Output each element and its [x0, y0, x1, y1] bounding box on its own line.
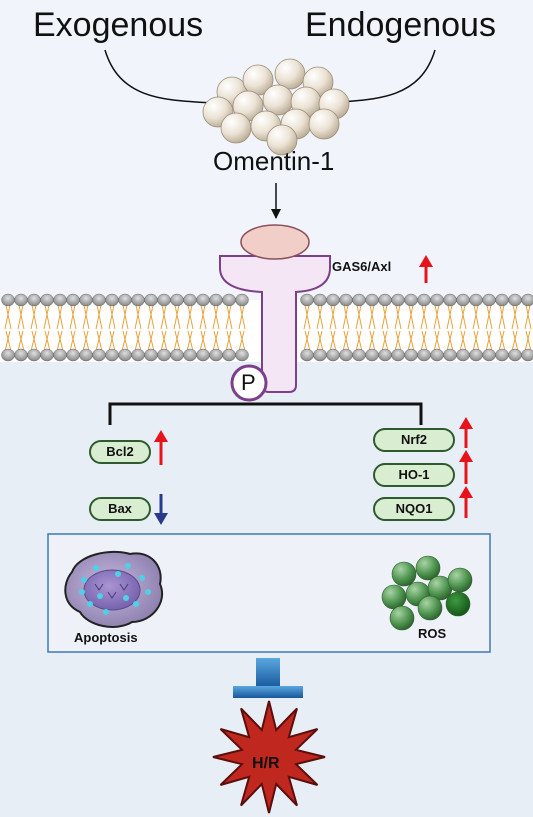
bcl2-pill: Bcl2	[89, 440, 151, 464]
gas6-ligand	[240, 224, 310, 260]
signal-branch-bracket	[108, 402, 423, 425]
ho1-pill: HO-1	[373, 463, 455, 487]
apoptotic-cell-icon	[64, 550, 163, 628]
bax-down-arrow	[154, 494, 168, 525]
phosphorylation-circle	[230, 364, 268, 402]
phospho-label: P	[241, 370, 256, 395]
ros-molecule-icon	[381, 555, 473, 631]
gas6-axl-receptor	[219, 255, 331, 393]
receptor-label: GAS6/Axl	[332, 259, 392, 274]
receptor-up-arrow	[419, 255, 433, 283]
apoptosis-label: Apoptosis	[74, 630, 138, 645]
nrf2-pill: Nrf2	[373, 428, 455, 452]
omentin-protein-cluster	[202, 58, 350, 156]
ho1-up-arrow	[459, 450, 473, 484]
ros-label: ROS	[418, 626, 447, 641]
exogenous-curve	[104, 49, 213, 104]
nrf2-up-arrow	[459, 417, 473, 448]
exogenous-label: Exogenous	[33, 6, 204, 44]
bax-pill: Bax	[89, 497, 151, 521]
cell-membrane	[1, 293, 533, 362]
nqo1-pill: NQO1	[373, 497, 455, 521]
hr-starburst	[212, 700, 326, 814]
inhibition-symbol	[233, 658, 303, 698]
nqo1-up-arrow	[459, 486, 473, 518]
bcl2-up-arrow	[154, 430, 168, 465]
hr-label: H/R	[252, 755, 280, 772]
endogenous-label: Endogenous	[305, 6, 496, 44]
omentin-label: Omentin-1	[213, 146, 335, 176]
